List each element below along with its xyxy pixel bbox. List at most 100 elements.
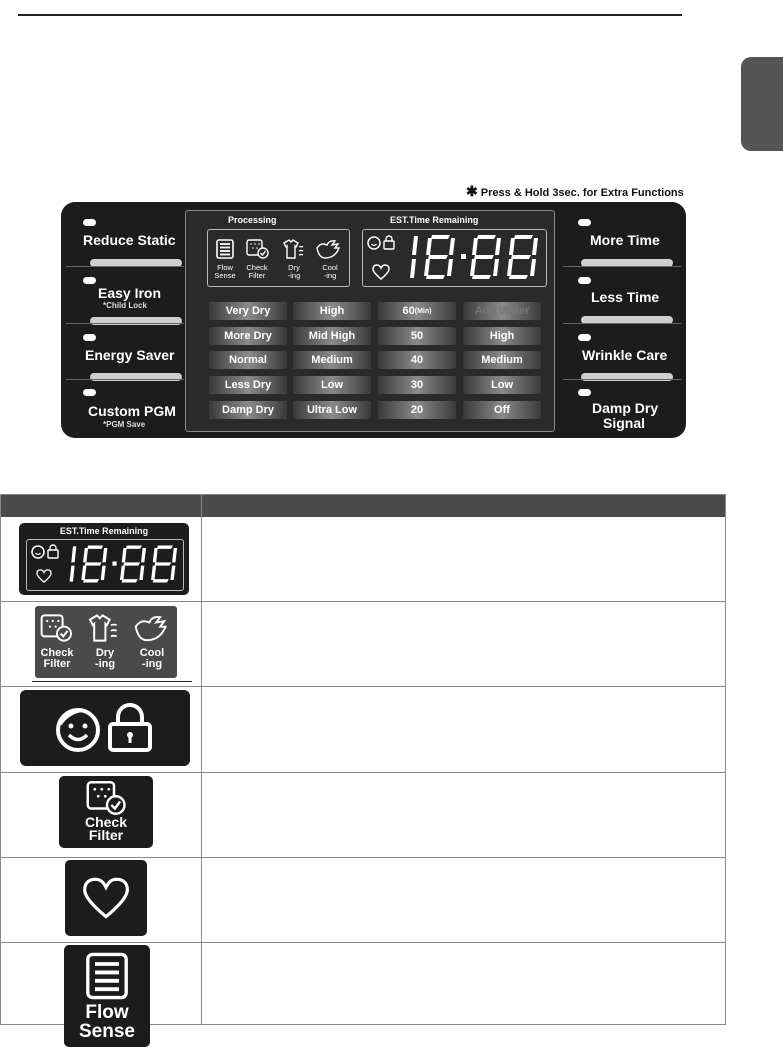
divider [563, 379, 681, 380]
drying-caption: Dry-ing [94, 647, 116, 670]
seven-segment-icon [410, 235, 538, 279]
table-column-divider [201, 494, 202, 1024]
grid-cell: More Dry [209, 327, 287, 345]
grid-cell: 30 [378, 376, 456, 394]
cooling-caption: Cool-ing [139, 647, 165, 670]
indicator-led [83, 277, 96, 284]
indicator-led [83, 219, 96, 226]
button-bar [581, 259, 673, 267]
damp-dry-signal-button[interactable]: Damp Dry Signal [563, 382, 681, 438]
indicator-led [83, 334, 96, 341]
processing-title: Processing [228, 215, 277, 225]
grid-cell: Damp Dry [209, 401, 287, 419]
icon-table [0, 494, 726, 1025]
grid-cell: Medium [463, 351, 541, 369]
cooling-icon [316, 240, 341, 259]
divider [563, 266, 681, 267]
drying-icon [283, 239, 304, 259]
grid-cell: Ultra Low [293, 401, 371, 419]
button-bar [581, 373, 673, 381]
cooling-icon [134, 615, 167, 642]
grid-cell: Less Dry [209, 376, 287, 394]
asterisk-icon: ✱ [466, 183, 478, 199]
reduce-static-button[interactable]: Reduce Static [70, 212, 188, 268]
child-lock-icon [367, 235, 395, 250]
button-bar [90, 317, 182, 325]
indicator-led [578, 389, 591, 396]
indicator-led [578, 334, 591, 341]
divider [66, 379, 184, 380]
flow-sense-icon [216, 239, 234, 259]
grid-cell: 60(Min) [378, 302, 456, 320]
less-time-button[interactable]: Less Time [563, 270, 681, 326]
est-time-title: EST.Time Remaining [390, 215, 479, 225]
grid-cell: Mid High [293, 327, 371, 345]
drying-icon [88, 614, 118, 642]
grid-cell: High [293, 302, 371, 320]
check-filter-icon [86, 781, 126, 815]
heart-large-icon [65, 860, 147, 936]
grid-cell: Low [463, 376, 541, 394]
grid-cell: Very Dry [209, 302, 287, 320]
cooling-caption: Cool-ing [322, 263, 338, 280]
button-bar [90, 259, 182, 267]
est-time-box [362, 229, 547, 287]
custom-pgm-button[interactable]: Custom PGM *PGM Save [70, 382, 188, 438]
top-rule [18, 14, 682, 16]
est-time-inner-box [26, 539, 184, 591]
underline [32, 681, 192, 682]
button-bar [90, 373, 182, 381]
heart-icon [83, 877, 129, 919]
seven-segment-icon [69, 545, 178, 583]
grid-cell: 50 [378, 327, 456, 345]
grid-cell: Normal [209, 351, 287, 369]
table-row [0, 517, 725, 602]
check-filter-icon [246, 239, 269, 259]
easy-iron-button[interactable]: Easy Iron *Child Lock [70, 270, 188, 326]
grid-cell: Off [463, 401, 541, 419]
time-display [398, 232, 542, 282]
language-tab [741, 57, 783, 151]
grid-cell: High [463, 327, 541, 345]
table-header [0, 494, 725, 517]
extra-functions-note: ✱ Press & Hold 3sec. for Extra Functions [466, 183, 684, 199]
grid-cell: 40 [378, 351, 456, 369]
table-row [0, 773, 725, 858]
table-row [0, 687, 725, 773]
table-border [0, 494, 726, 1025]
drying-caption: Dry-ing [287, 263, 301, 280]
divider [66, 323, 184, 324]
indicator-led [578, 277, 591, 284]
button-bar [581, 316, 673, 324]
heart-icon [36, 569, 52, 583]
more-time-button[interactable]: More Time [563, 212, 681, 268]
grid-cell: Medium [293, 351, 371, 369]
grid-cell: Add Water [463, 302, 541, 320]
indicator-led [83, 389, 96, 396]
child-lock-large-icon [20, 690, 190, 766]
wrinkle-care-button[interactable]: Wrinkle Care [563, 327, 681, 383]
table-row [0, 858, 725, 943]
divider [66, 266, 184, 267]
grid-cell: Low [293, 376, 371, 394]
heart-icon [372, 264, 390, 280]
check-filter-icon [40, 614, 72, 642]
grid-cell: 20 [378, 401, 456, 419]
child-lock-icon [56, 703, 152, 752]
flow-sense-icon [86, 952, 128, 1000]
indicator-led [578, 219, 591, 226]
table-row [0, 602, 725, 687]
processing-box [207, 229, 350, 287]
energy-saver-button[interactable]: Energy Saver [70, 327, 188, 383]
est-time-display-icon: EST.Time Remaining [19, 523, 189, 595]
divider [563, 323, 681, 324]
child-lock-icon [31, 544, 59, 559]
